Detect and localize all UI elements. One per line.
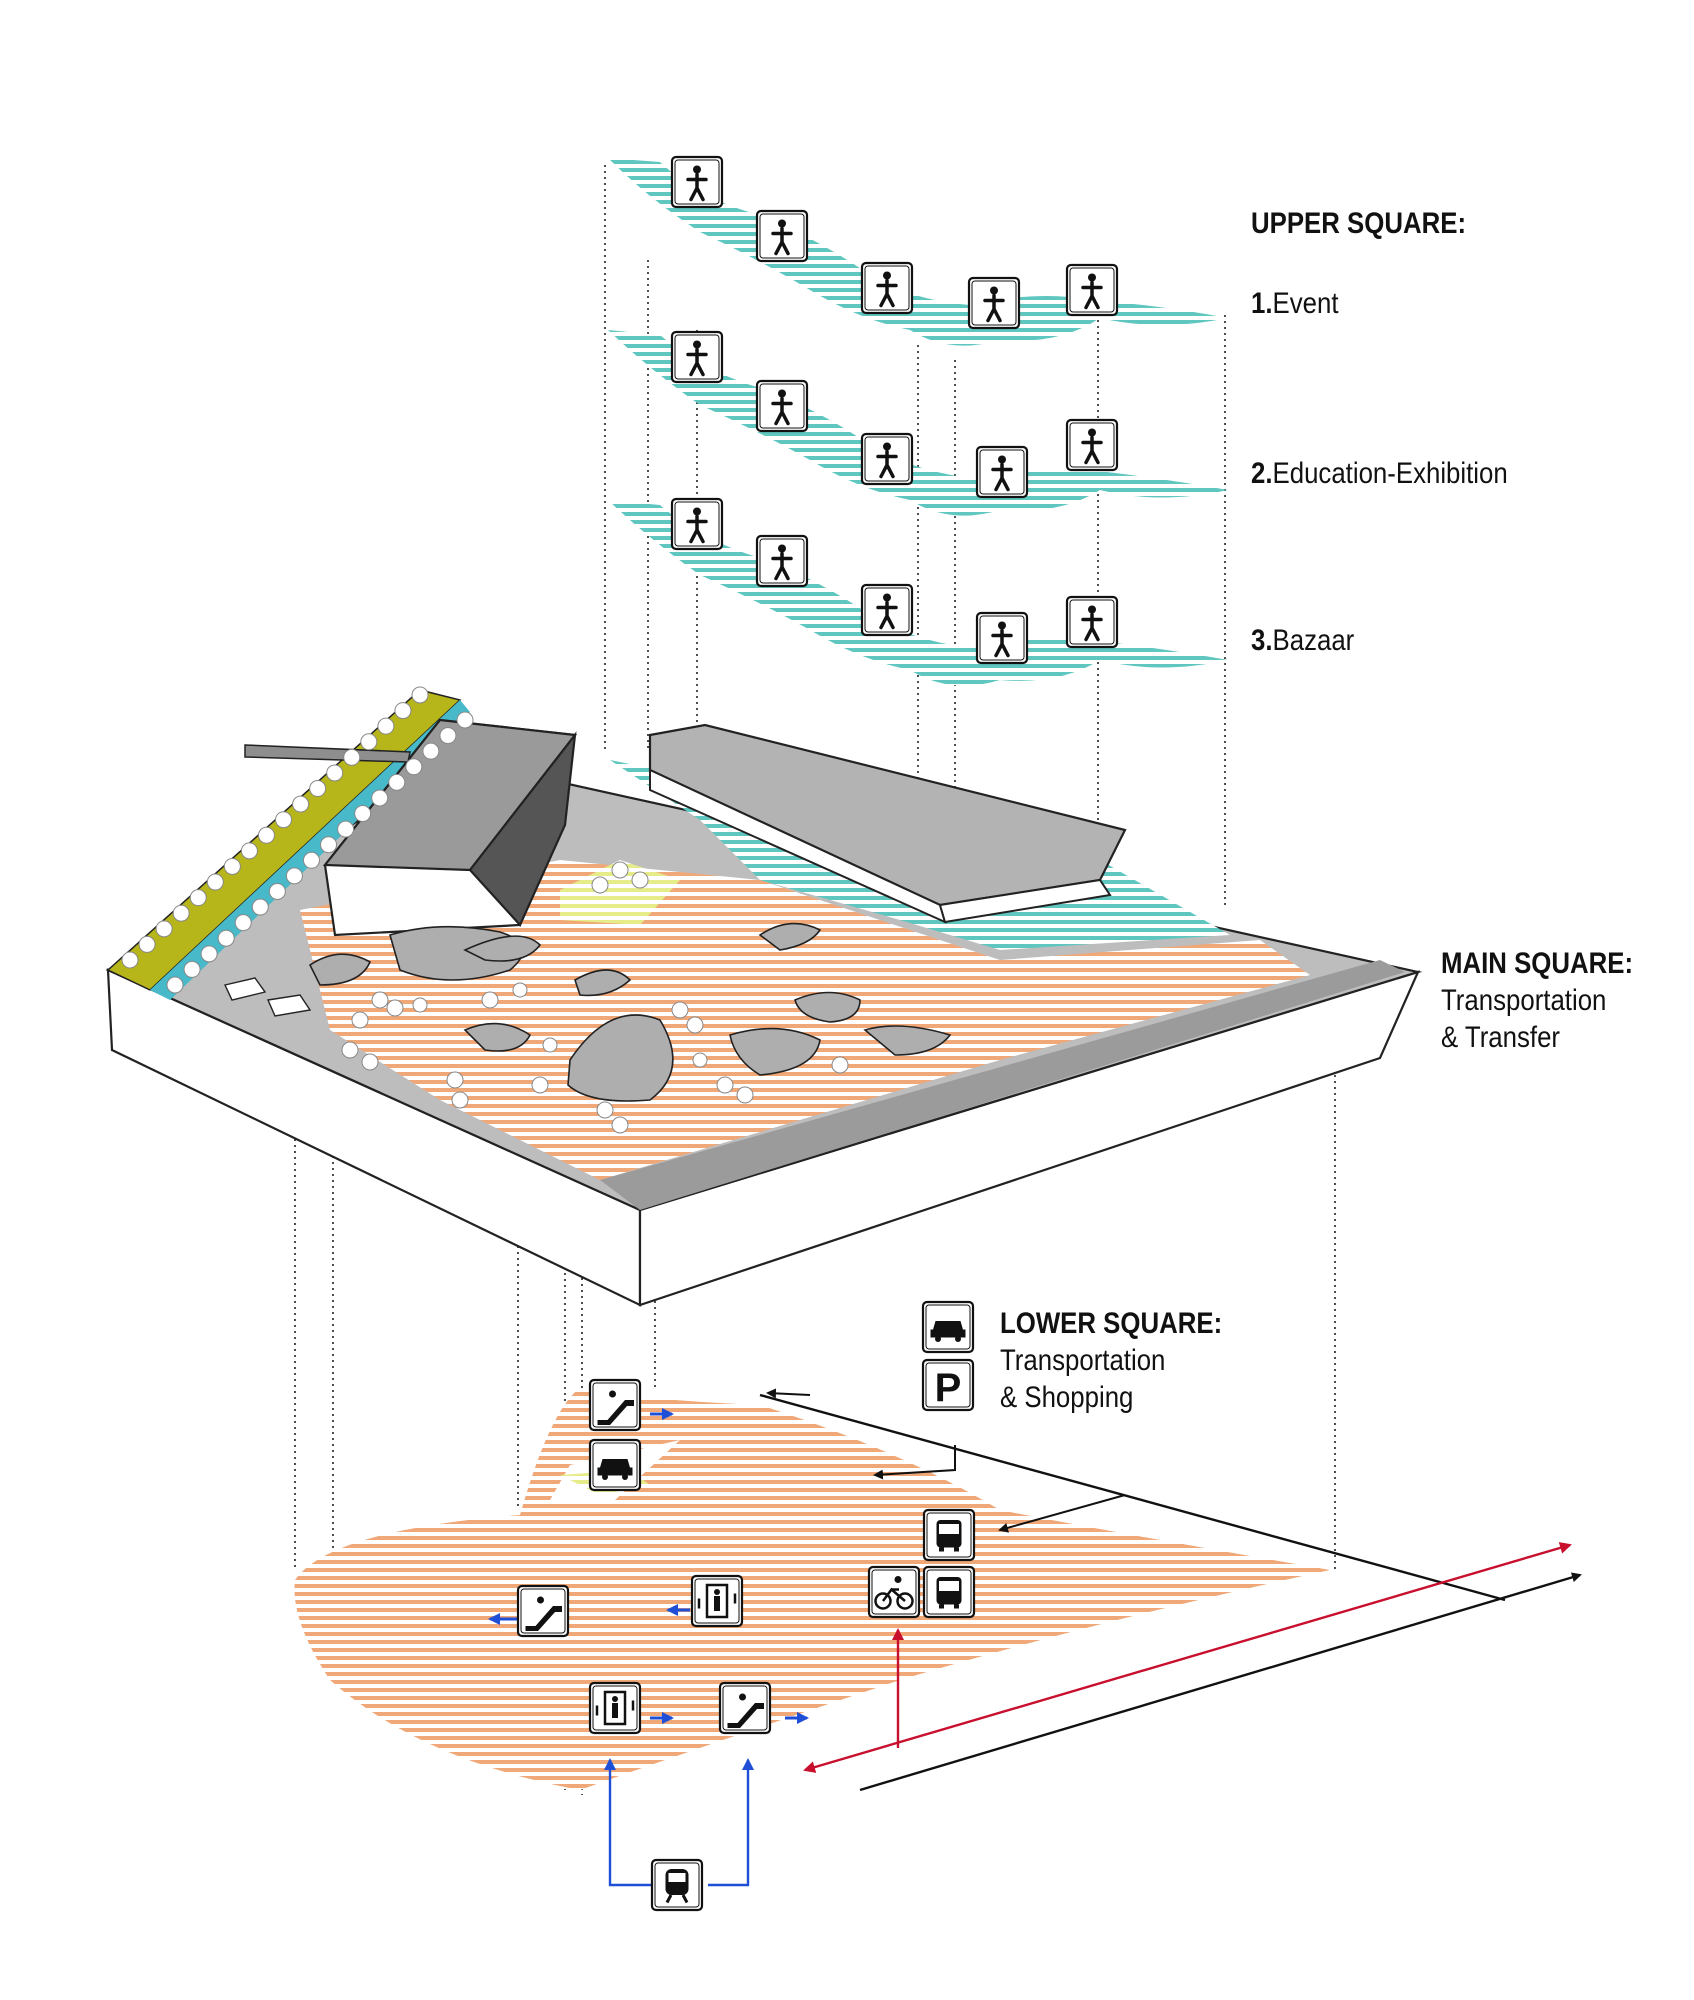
lower-icons: P xyxy=(516,1300,976,1912)
main-square-labels: MAIN SQUARE: Transportation & Transfer xyxy=(1441,945,1633,1056)
train-icon xyxy=(650,1858,704,1912)
main-square-line1: Transportation xyxy=(1441,984,1607,1017)
walking-person-icon xyxy=(1065,418,1119,472)
elevator-icon xyxy=(690,1574,744,1628)
level-1-name: Event xyxy=(1272,287,1339,320)
level-3-number: 3. xyxy=(1251,624,1273,657)
escalator-icon-2 xyxy=(718,1681,772,1735)
concert-crowd-icon xyxy=(860,261,914,315)
level-3-name: Bazaar xyxy=(1272,624,1355,657)
grill-chef-icon xyxy=(755,534,809,588)
upper-icons xyxy=(670,155,1119,665)
flower-pot-icon xyxy=(1065,595,1119,649)
theater-masks-icon xyxy=(755,209,809,263)
level-2-name: Education-Exhibition xyxy=(1272,457,1508,490)
street-performer-icon xyxy=(1065,263,1119,317)
family-balloon-icon xyxy=(670,330,724,384)
level-1-number: 1. xyxy=(1251,287,1273,320)
beetroot-icon xyxy=(670,497,724,551)
level-3-label: 3.Bazaar xyxy=(1251,622,1354,659)
bus-icon-2 xyxy=(922,1565,976,1619)
main-square-block xyxy=(105,686,1423,1307)
upper-square-title: UPPER SQUARE: xyxy=(1251,207,1467,240)
level-2-number: 2. xyxy=(1251,457,1273,490)
transport-arrows xyxy=(488,1388,1582,1887)
main-square-title: MAIN SQUARE: xyxy=(1441,947,1634,980)
group-people-icon xyxy=(860,432,914,486)
lower-square-labels: LOWER SQUARE: Transportation & Shopping xyxy=(1000,1305,1222,1416)
main-square-line2: & Transfer xyxy=(1441,1021,1561,1054)
lower-square-line2: & Shopping xyxy=(1000,1381,1134,1414)
dancer-icon xyxy=(670,155,724,209)
level-1-label: 1.Event xyxy=(1251,285,1339,322)
laptop-icon xyxy=(755,379,809,433)
parking-icon: P xyxy=(921,1358,975,1412)
svg-text:P: P xyxy=(935,1366,962,1410)
upper-square-labels: UPPER SQUARE: xyxy=(1251,205,1466,242)
bus-icon xyxy=(922,1508,976,1562)
elevator-icon-2 xyxy=(588,1681,642,1735)
lower-square-floor xyxy=(294,1388,1330,1790)
market-stall-icon xyxy=(975,611,1029,665)
escalator-icon xyxy=(588,1378,642,1432)
lower-square-line1: Transportation xyxy=(1000,1344,1166,1377)
level-2-label: 2.Education-Exhibition xyxy=(1251,455,1508,492)
bicycle-icon xyxy=(867,1565,921,1619)
telescope-icon xyxy=(975,445,1029,499)
car-icon xyxy=(921,1300,975,1354)
lower-square-title: LOWER SQUARE: xyxy=(1000,1307,1223,1340)
shopping-cart-icon xyxy=(588,1438,642,1492)
cinema-seating-icon xyxy=(967,276,1021,330)
cheese-icon xyxy=(860,583,914,637)
escalator-down-icon xyxy=(516,1584,570,1638)
